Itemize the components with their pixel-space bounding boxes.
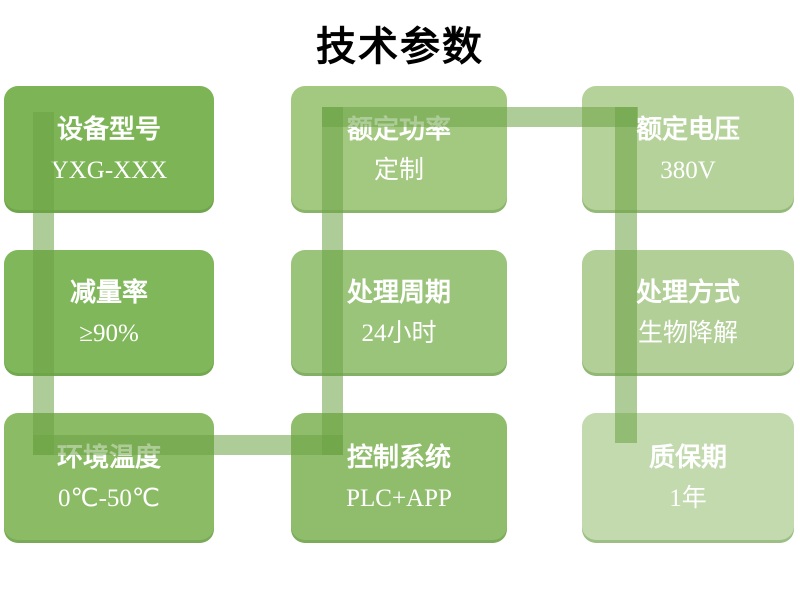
param-label: 额定功率 <box>346 114 451 144</box>
param-box-processing-cycle: 处理周期 24小时 <box>291 250 507 376</box>
param-label: 环境温度 <box>56 443 161 472</box>
param-value: 0℃-50℃ <box>58 485 160 512</box>
param-label: 设备型号 <box>56 114 161 144</box>
param-label: 质保期 <box>648 443 727 472</box>
param-value: 定制 <box>373 156 424 184</box>
param-label: 处理方式 <box>635 278 740 307</box>
param-label: 减量率 <box>69 278 148 307</box>
param-value: PLC+APP <box>346 485 452 512</box>
param-label: 控制系统 <box>346 443 451 472</box>
param-box-warranty: 质保期 1年 <box>582 413 794 543</box>
param-value: YXG-XXX <box>50 156 168 184</box>
param-box-control-system: 控制系统 PLC+APP <box>291 413 507 543</box>
param-value: 生物降解 <box>637 320 738 347</box>
param-box-ambient-temperature: 环境温度 0℃-50℃ <box>4 413 214 543</box>
param-box-rated-voltage: 额定电压 380V <box>582 86 794 213</box>
param-label: 处理周期 <box>346 278 451 307</box>
param-value: 380V <box>660 156 716 184</box>
param-value: 24小时 <box>361 320 437 347</box>
param-value: ≥90% <box>79 320 139 347</box>
param-value: 1年 <box>669 485 707 512</box>
param-box-device-model: 设备型号 YXG-XXX <box>4 86 214 213</box>
param-box-reduction-rate: 减量率 ≥90% <box>4 250 214 376</box>
param-box-rated-power: 额定功率 定制 <box>291 86 507 213</box>
param-label: 额定电压 <box>635 114 740 144</box>
param-box-processing-method: 处理方式 生物降解 <box>582 250 794 376</box>
slide-title: 技术参数 <box>316 25 484 69</box>
